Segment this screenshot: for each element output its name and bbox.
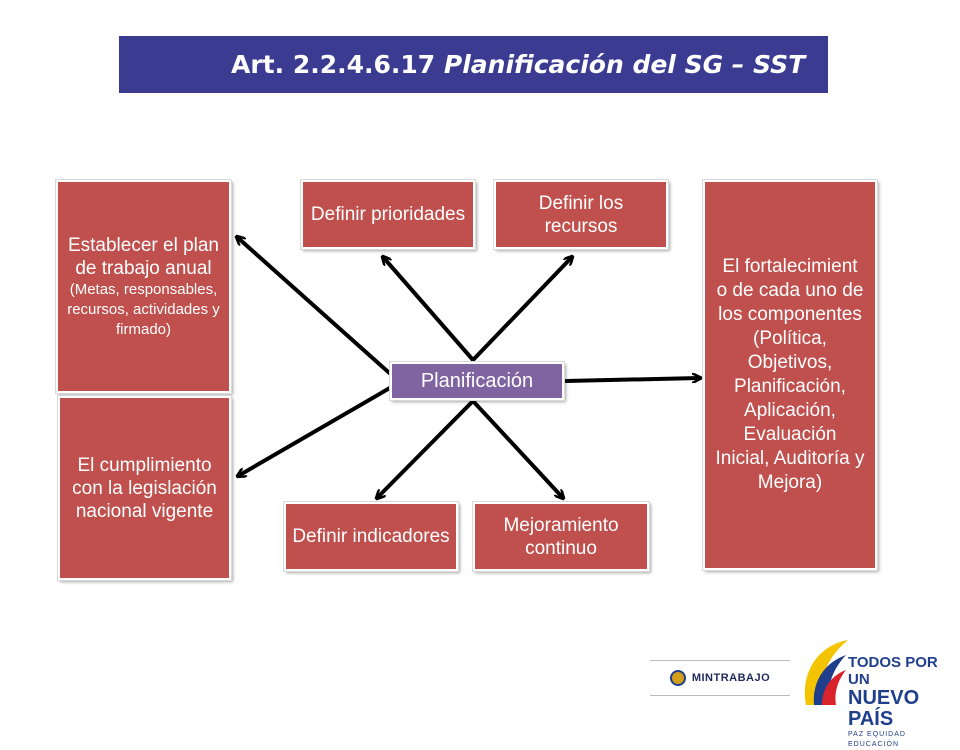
- page-title: Art. 2.2.4.6.17 Planificación del SG – S…: [231, 50, 805, 79]
- arrow-to-prioridades: [383, 257, 475, 362]
- arrow-to-recursos: [471, 257, 572, 362]
- title-italic: Planificación del SG – SST: [443, 50, 806, 79]
- box-fortalecimiento: El fortalecimient o de cada uno de los c…: [702, 179, 878, 571]
- todos-por-un-nuevo-pais-logo: TODOS POR UN NUEVO PAÍS PAZ EQUIDAD EDUC…: [848, 654, 956, 750]
- plan-anual-main: Establecer el plan de trabajo anual: [67, 234, 220, 279]
- box-prioridades: Definir prioridades: [300, 179, 476, 250]
- box-mejoramiento: Mejoramiento continuo: [472, 501, 650, 572]
- mintrabajo-label: MINTRABAJO: [691, 672, 771, 684]
- center-planificacion: Planificación: [389, 361, 565, 401]
- mintrabajo-logo: MINTRABAJO: [650, 660, 790, 696]
- arrow-to-cumplimiento: [238, 383, 397, 476]
- box-indicadores: Definir indicadores: [283, 501, 459, 572]
- arrow-to-mejoramiento: [471, 399, 563, 498]
- title-bar: Art. 2.2.4.6.17 Planificación del SG – S…: [119, 36, 828, 93]
- arrow-to-indicadores: [377, 399, 475, 498]
- box-cumplimiento: El cumplimiento con la legislación nacio…: [57, 395, 232, 581]
- arrow-to-plan-anual: [237, 237, 397, 380]
- box-plan-anual: Establecer el plan de trabajo anual (Met…: [55, 179, 232, 394]
- todos-line1: TODOS POR UN: [848, 654, 938, 688]
- todos-line2: NUEVO PAÍS: [848, 687, 920, 730]
- colombia-seal-icon: [669, 670, 686, 686]
- todos-line3: PAZ EQUIDAD EDUCACIÓN: [848, 731, 906, 748]
- plan-anual-sub: (Metas, responsables, recursos, activida…: [67, 280, 220, 338]
- arrow-to-fortalecimiento: [564, 378, 700, 381]
- box-recursos: Definir los recursos: [493, 179, 669, 250]
- arrows-layer: [0, 0, 960, 720]
- title-prefix: Art. 2.2.4.6.17: [231, 50, 444, 79]
